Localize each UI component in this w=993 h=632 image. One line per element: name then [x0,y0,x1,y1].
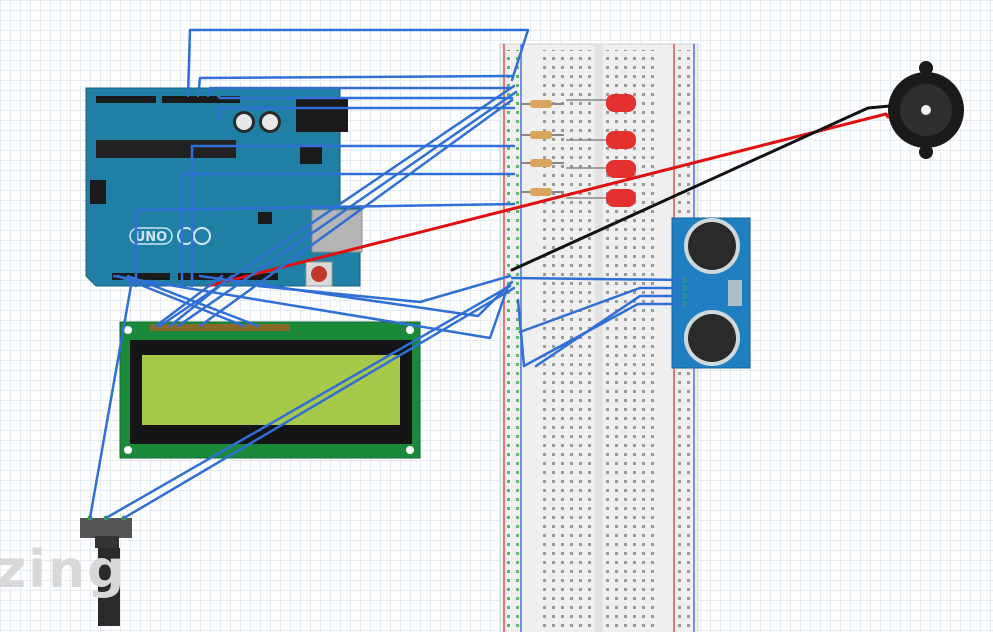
lcd-screen [142,355,400,425]
wire-led-2 [190,144,516,288]
wire-ground-buzzer [510,104,892,272]
leds [566,94,636,207]
led-4 [566,189,636,207]
wire-lcd-4 [116,274,246,328]
microcontroller-chip [96,140,236,158]
wire-sensor-4 [516,298,686,368]
wire-led-3 [180,172,516,288]
wire-sensor-3 [534,294,686,368]
resistors [520,100,564,196]
wire-led-4 [134,202,516,288]
board-label: UNO [135,230,168,245]
breadboard [499,43,699,632]
wire-led-1 [216,106,516,120]
wire-pot-1 [88,278,134,520]
header-bottom-left [112,273,170,280]
resistor-2 [520,131,564,139]
wire-pot-3 [122,286,516,520]
voltage-regulator [300,146,322,164]
reset-button [311,266,327,282]
wires-signal [88,28,686,520]
wire-header-2 [206,86,512,98]
header-top-right [162,96,240,103]
led-1 [566,94,636,112]
resistor-4 [520,188,564,196]
header-top-left [96,96,156,103]
resistor-1 [520,100,564,108]
header-bottom-right [178,273,278,280]
wire-header-1 [196,74,514,98]
sensor-receiver [688,314,736,362]
potentiometer-base [80,518,132,538]
wire-power-buzzer [206,112,890,288]
wire-lcd-6 [154,274,224,328]
led-2 [566,131,636,149]
led-3 [566,160,636,178]
wires [88,28,892,520]
wire-sensor-1 [510,276,686,282]
wire-pot-2 [104,284,512,520]
wire-lcd-3 [198,98,514,328]
power-jack [296,98,348,132]
piezo-buzzer [888,61,964,159]
wire-header-3 [216,94,514,100]
resistor-3 [520,159,564,167]
wire-lcd-7 [168,274,234,328]
wire-low-1 [112,274,510,340]
sensor-crystal [728,280,742,306]
potentiometer [80,515,132,626]
wire-lcd-2 [176,90,518,328]
wire-top-loop [186,28,530,98]
wire-low-3 [256,274,512,304]
wire-lcd-5 [126,274,260,328]
wire-sensor-2 [518,286,686,334]
icsp-header [90,180,106,204]
watermark: zing [0,540,127,600]
lcd-display-16x2 [119,321,421,459]
lcd-pins [150,324,290,331]
infinity-icon [177,227,211,245]
sensor-transmitter [688,222,736,270]
potentiometer-knob [98,548,120,626]
ultrasonic-sensor [671,217,751,369]
